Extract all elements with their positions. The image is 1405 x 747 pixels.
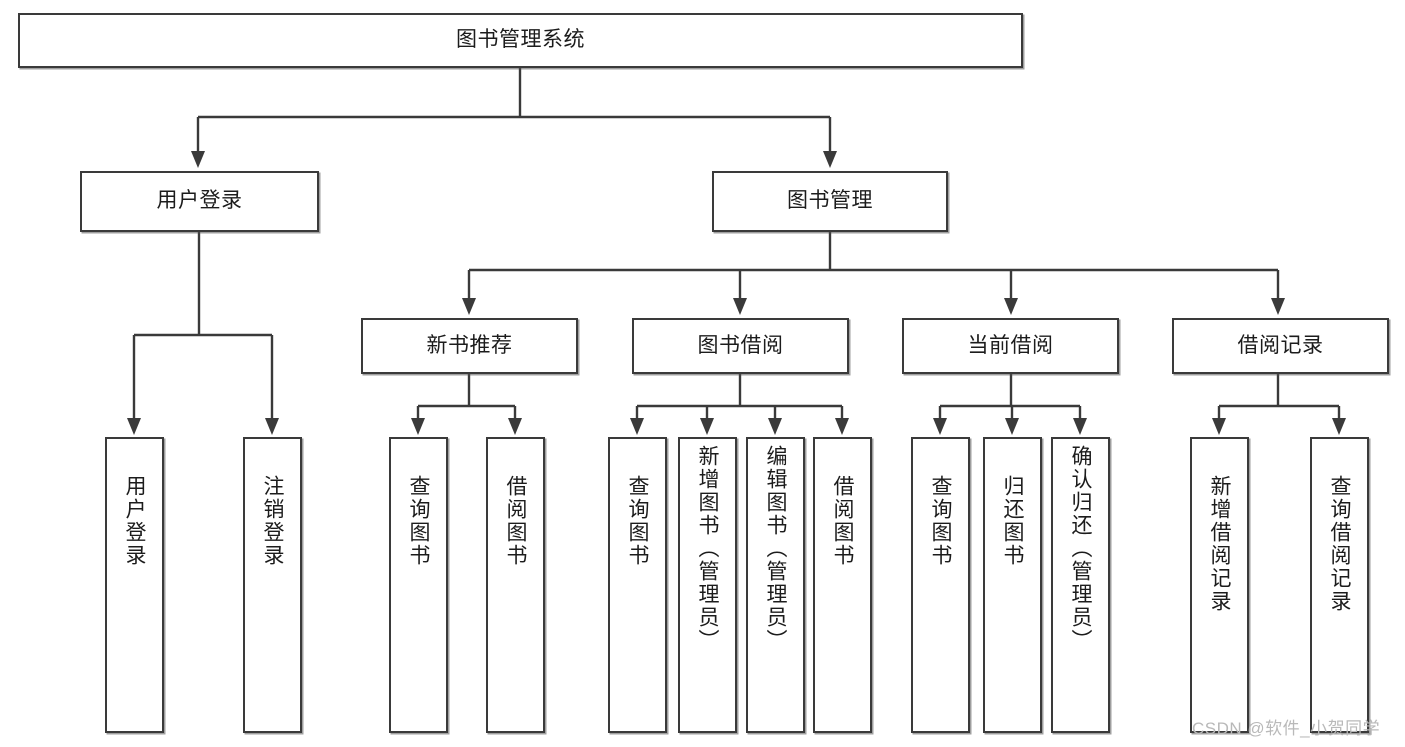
node-label: 新增图书（管理员） (696, 445, 720, 652)
node-label: 注销登录 (261, 475, 285, 567)
arrow-to-borrow-leaf4 (835, 418, 849, 435)
node-label: 归还图书 (1001, 475, 1025, 567)
node-leaf-current-query[interactable]: 查询图书 (911, 437, 970, 733)
node-label: 新增借阅记录 (1208, 475, 1232, 613)
arrow-to-leaf-user-logout (265, 418, 279, 435)
node-leaf-current-confirm[interactable]: 确认归还（管理员） (1051, 437, 1110, 733)
arrow-to-book-manage (823, 151, 837, 168)
node-leaf-user-login[interactable]: 用户登录 (105, 437, 164, 733)
node-leaf-borrow-do[interactable]: 借阅图书 (813, 437, 872, 733)
node-leaf-new-borrow[interactable]: 借阅图书 (486, 437, 545, 733)
node-label: 查询图书 (929, 475, 953, 567)
node-label: 查询借阅记录 (1328, 475, 1352, 613)
arrow-to-current-leaf2 (1005, 418, 1019, 435)
arrow-to-current-leaf1 (933, 418, 947, 435)
watermark-text: CSDN @软件_小贺同学 (1192, 719, 1381, 738)
node-label: 图书管理 (787, 189, 873, 213)
arrow-to-current-leaf3 (1073, 418, 1087, 435)
node-label: 编辑图书（管理员） (764, 445, 788, 652)
arrow-to-borrow-leaf3 (768, 418, 782, 435)
node-leaf-user-logout[interactable]: 注销登录 (243, 437, 302, 733)
arrow-to-record-leaf2 (1332, 418, 1346, 435)
node-leaf-borrow-add[interactable]: 新增图书（管理员） (678, 437, 737, 733)
node-label: 当前借阅 (967, 333, 1054, 357)
node-level3-record[interactable]: 借阅记录 (1172, 318, 1389, 374)
arrow-to-borrow-leaf1 (630, 418, 644, 435)
node-label: 查询图书 (626, 475, 650, 567)
node-label: 图书管理系统 (456, 28, 585, 52)
node-label: 用户登录 (123, 475, 147, 567)
arrow-to-borrow (733, 298, 747, 315)
node-level2-book[interactable]: 图书管理 (712, 171, 948, 232)
arrow-to-record (1271, 298, 1285, 315)
node-level3-current[interactable]: 当前借阅 (902, 318, 1119, 374)
arrow-to-current (1004, 298, 1018, 315)
node-label: 确认归还（管理员） (1069, 445, 1093, 652)
node-root[interactable]: 图书管理系统 (18, 13, 1023, 68)
node-level2-user[interactable]: 用户登录 (80, 171, 319, 232)
node-leaf-borrow-edit[interactable]: 编辑图书（管理员） (746, 437, 805, 733)
arrow-to-new (462, 298, 476, 315)
arrow-to-new-leaf2 (508, 418, 522, 435)
node-level3-borrow[interactable]: 图书借阅 (632, 318, 849, 374)
arrow-to-leaf-user-login (127, 418, 141, 435)
node-leaf-current-return[interactable]: 归还图书 (983, 437, 1042, 733)
arrow-to-record-leaf1 (1212, 418, 1226, 435)
node-label: 用户登录 (156, 189, 243, 213)
node-leaf-borrow-query[interactable]: 查询图书 (608, 437, 667, 733)
node-label: 查询图书 (407, 475, 431, 567)
node-level3-new[interactable]: 新书推荐 (361, 318, 578, 374)
node-leaf-new-query[interactable]: 查询图书 (389, 437, 448, 733)
node-leaf-record-add[interactable]: 新增借阅记录 (1190, 437, 1249, 733)
arrow-to-user-login (191, 151, 205, 168)
node-label: 新书推荐 (426, 333, 513, 357)
node-label: 借阅图书 (831, 475, 855, 567)
arrow-to-borrow-leaf2 (700, 418, 714, 435)
arrow-to-new-leaf1 (411, 418, 425, 435)
node-label: 借阅记录 (1237, 333, 1324, 357)
node-label: 图书借阅 (697, 333, 784, 357)
node-label: 借阅图书 (504, 475, 528, 567)
node-leaf-record-query[interactable]: 查询借阅记录 (1310, 437, 1369, 733)
